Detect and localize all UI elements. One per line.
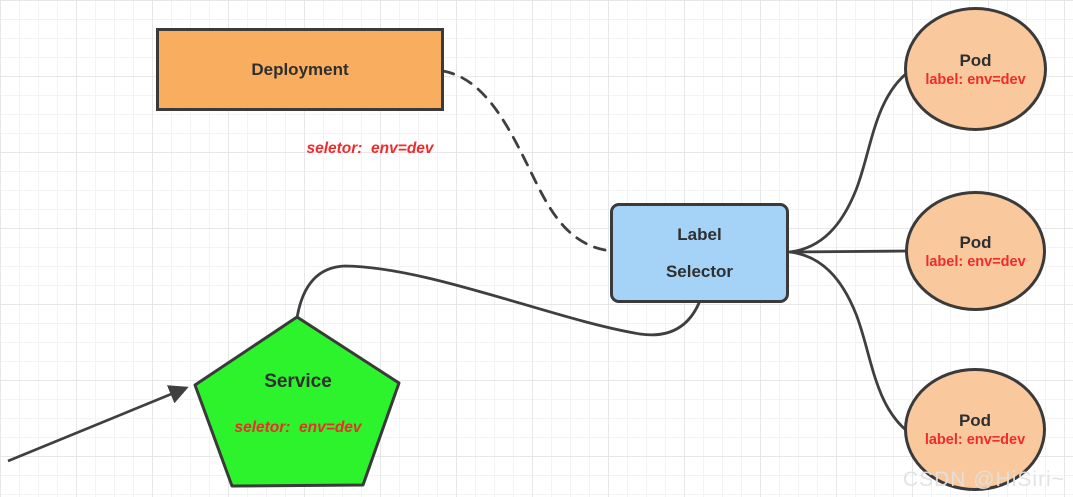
- pod-env-label: label: env=dev: [924, 432, 1026, 448]
- watermark: CSDN @HiSiri~: [902, 468, 1065, 491]
- service-label: Service: [264, 371, 332, 392]
- connector-service-to-selector: [295, 264, 701, 337]
- label-selector-node: Label Selector: [610, 203, 789, 303]
- pod-label: Pod: [959, 50, 992, 70]
- pod-label: Pod: [958, 411, 992, 430]
- connector-selector-to-pod-2: [788, 249, 912, 254]
- pod-node-3: Pod label: env=dev: [904, 368, 1046, 491]
- label-selector-line2: Selector: [665, 261, 734, 281]
- service-selector-note: seletor: env=dev: [234, 419, 362, 436]
- connector-selector-to-pod-1: [788, 71, 909, 254]
- service-pentagon: [193, 315, 401, 488]
- dashed-connector-deployment-to-selector: [441, 69, 613, 253]
- deployment-node: Deployment: [156, 28, 444, 111]
- arrow-to-service: [7, 385, 189, 463]
- label-selector-line1: Label: [677, 224, 722, 244]
- pod-env-label: label: env=dev: [925, 253, 1026, 270]
- connector-selector-to-pod-3: [788, 250, 909, 433]
- pod-label: Pod: [959, 232, 992, 252]
- deployment-selector-note: seletor: env=dev: [306, 140, 434, 157]
- pod-env-label: label: env=dev: [925, 71, 1026, 88]
- pod-node-1: Pod label: env=dev: [904, 7, 1047, 131]
- pod-node-2: Pod label: env=dev: [905, 191, 1046, 311]
- deployment-label: Deployment: [251, 59, 349, 79]
